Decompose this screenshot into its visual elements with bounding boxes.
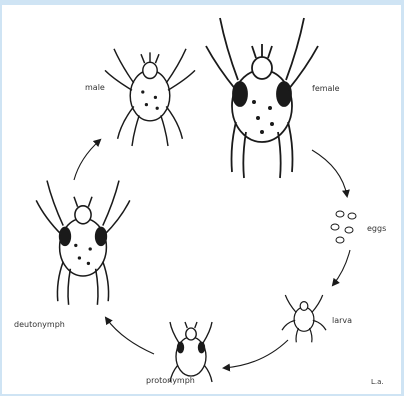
label-eggs: eggs bbox=[367, 224, 386, 234]
arrow-deutonymph-to-male bbox=[74, 140, 100, 180]
arrow-female-to-eggs bbox=[312, 150, 347, 196]
label-protonymph: protonymph bbox=[146, 376, 195, 386]
arrow-larva-to-protonymph bbox=[224, 340, 288, 368]
label-larva: larva bbox=[332, 316, 352, 326]
label-deutonymph: deutonymph bbox=[14, 320, 65, 330]
arrow-eggs-to-larva bbox=[333, 250, 350, 285]
deutonymph-illustration bbox=[36, 181, 130, 305]
label-male: male bbox=[85, 83, 105, 93]
male-mite-illustration bbox=[105, 49, 195, 146]
cycle-arrows bbox=[74, 140, 350, 368]
larva-illustration bbox=[282, 295, 326, 342]
protonymph-illustration bbox=[170, 322, 212, 382]
female-mite-illustration bbox=[206, 18, 318, 178]
eggs-illustration bbox=[331, 211, 356, 243]
artist-signature: L.a. bbox=[371, 377, 384, 387]
label-female: female bbox=[312, 84, 340, 94]
arrow-protonymph-to-deutonymph bbox=[106, 318, 154, 354]
